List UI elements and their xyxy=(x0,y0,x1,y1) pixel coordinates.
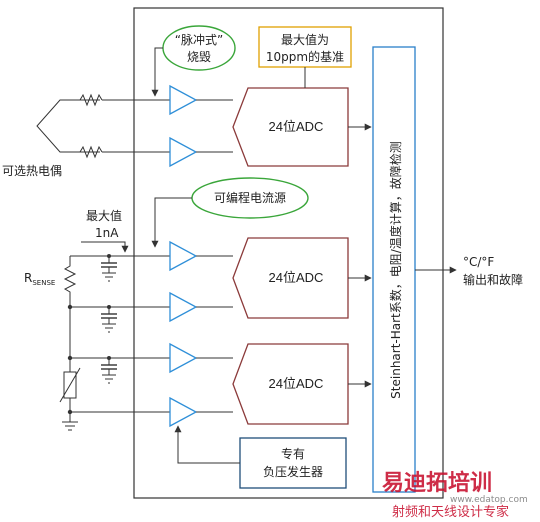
neg-voltage-box xyxy=(239,437,347,489)
amplifier-4 xyxy=(169,291,198,323)
amplifier-1 xyxy=(169,84,198,116)
thermocouple-resistor-bottom xyxy=(79,145,103,159)
processor-label: Steinhart-Hart系数，电阻/温度计算，故障检测 xyxy=(388,141,403,399)
capacitor-ground-3 xyxy=(101,356,117,384)
output-label-2: 输出和故障 xyxy=(463,272,523,287)
adc-block-3 xyxy=(232,343,349,425)
rsense-label: RSENSE xyxy=(24,271,55,287)
output-label-1: °C/°F xyxy=(463,255,494,269)
chip-boundary xyxy=(133,7,444,499)
max-value-label: 最大值 xyxy=(86,208,122,223)
thermocouple-wire xyxy=(36,99,100,153)
amplifier-6 xyxy=(169,396,198,428)
max-current-label: 1nA xyxy=(95,226,119,240)
amplifier-5 xyxy=(169,342,198,374)
pulse-burnout-label-1: “脉冲式” xyxy=(175,32,223,47)
rsense-resistor xyxy=(63,256,77,307)
pulse-burnout-label-2: 烧毁 xyxy=(187,49,211,64)
ground-symbol-rtd xyxy=(62,421,78,431)
watermark: 易迪拓培训 www.edatop.com 射频和天线设计专家 xyxy=(382,470,528,520)
current-source-label: 可编程电流源 xyxy=(214,190,286,205)
max-current-arrow xyxy=(81,241,129,253)
adc-label-2: 24位ADC xyxy=(269,270,324,285)
amplifier-3 xyxy=(169,240,198,272)
current-source-arrow xyxy=(151,197,192,248)
adc-block-1 xyxy=(232,87,349,167)
watermark-brand: 易迪拓培训 xyxy=(382,470,492,496)
adc-label-3: 24位ADC xyxy=(269,376,324,391)
reference-label-1: 最大值为 xyxy=(281,32,329,47)
reference-label-2: 10ppm的基准 xyxy=(266,49,344,64)
amplifier-2 xyxy=(169,136,198,168)
thermocouple-label: 可选热电偶 xyxy=(2,164,62,178)
adc-label-1: 24位ADC xyxy=(269,119,324,134)
capacitor-ground-1 xyxy=(101,254,117,282)
neg-voltage-label-1: 专有 xyxy=(281,446,305,461)
capacitor-ground-2 xyxy=(101,305,117,333)
watermark-slogan: 射频和天线设计专家 xyxy=(392,504,509,520)
pulse-burnout-arrow xyxy=(151,47,163,97)
adc-block-2 xyxy=(232,237,349,319)
neg-voltage-arrow xyxy=(174,425,240,464)
neg-voltage-label-2: 负压发生器 xyxy=(263,464,323,479)
thermocouple-resistor-top xyxy=(79,93,103,107)
watermark-url: www.edatop.com xyxy=(450,495,528,505)
